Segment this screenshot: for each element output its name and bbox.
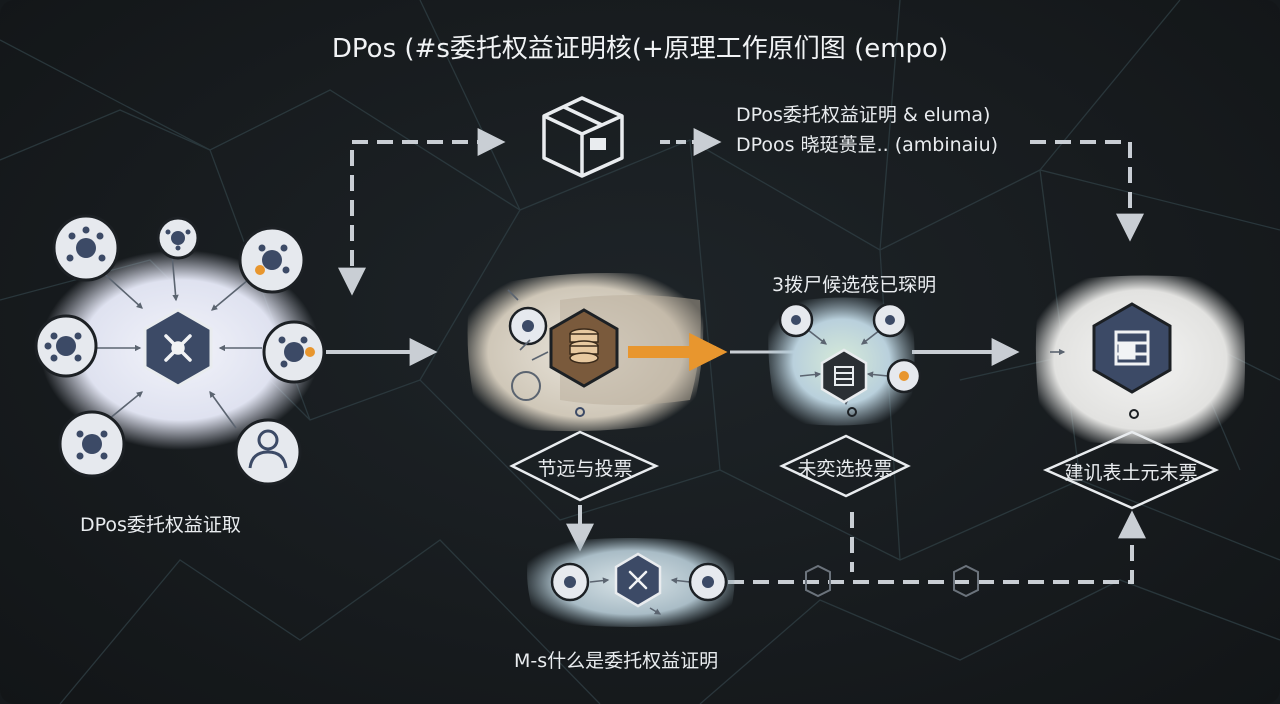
candidates-label: 3拨尸候选茷已琛明 [772,274,937,296]
bottom-cluster [527,538,979,627]
vote-diamond-right [1042,430,1220,510]
block-producer [1035,275,1245,444]
bottom-label: M-s什么是委托权益证明 [514,650,719,672]
vote-diamonds [509,430,1220,510]
delegation-cluster [34,214,326,486]
arrow-up-right [728,510,1146,584]
top-flow [338,128,1144,296]
database-icon [569,328,599,364]
candidates-group [768,297,922,426]
vote-label-left: 节远与投票 [537,458,633,480]
user-node-icon [156,216,200,260]
server-icon [834,366,854,386]
vote-diamond-left [509,430,660,502]
diagram-title: DPos (#s委托权益证明核(+原理工作原们图 (empo) [331,34,949,64]
hub-node [143,308,213,388]
block-box-icon [805,564,979,598]
server-icon [1114,330,1150,366]
arrow-down-right [1030,140,1144,242]
user-node-icon [262,320,326,384]
vote-label-right: 建讥表土元末票 [1064,462,1198,484]
user-node-icon [34,314,98,378]
note-line-1: DPos委托权益证明 & eluma) [736,104,991,126]
network-hub-icon [628,570,648,590]
delegation-label: DPos委托权益证取 [80,514,241,536]
person-icon [234,418,302,486]
main-flow [326,338,1146,584]
user-node-icon [238,226,306,294]
vote-label-middle: 未奕选投票 [797,458,893,480]
user-node-icon [52,214,120,282]
note-line-2: DPoos 晓珽蒉昰.. (ambinaiu) [736,134,999,156]
vote-diamond-middle [779,434,911,498]
block-box-icon [542,96,624,178]
user-node-icon [58,410,126,478]
network-hub-icon [164,334,192,362]
candidate-node [467,272,704,432]
